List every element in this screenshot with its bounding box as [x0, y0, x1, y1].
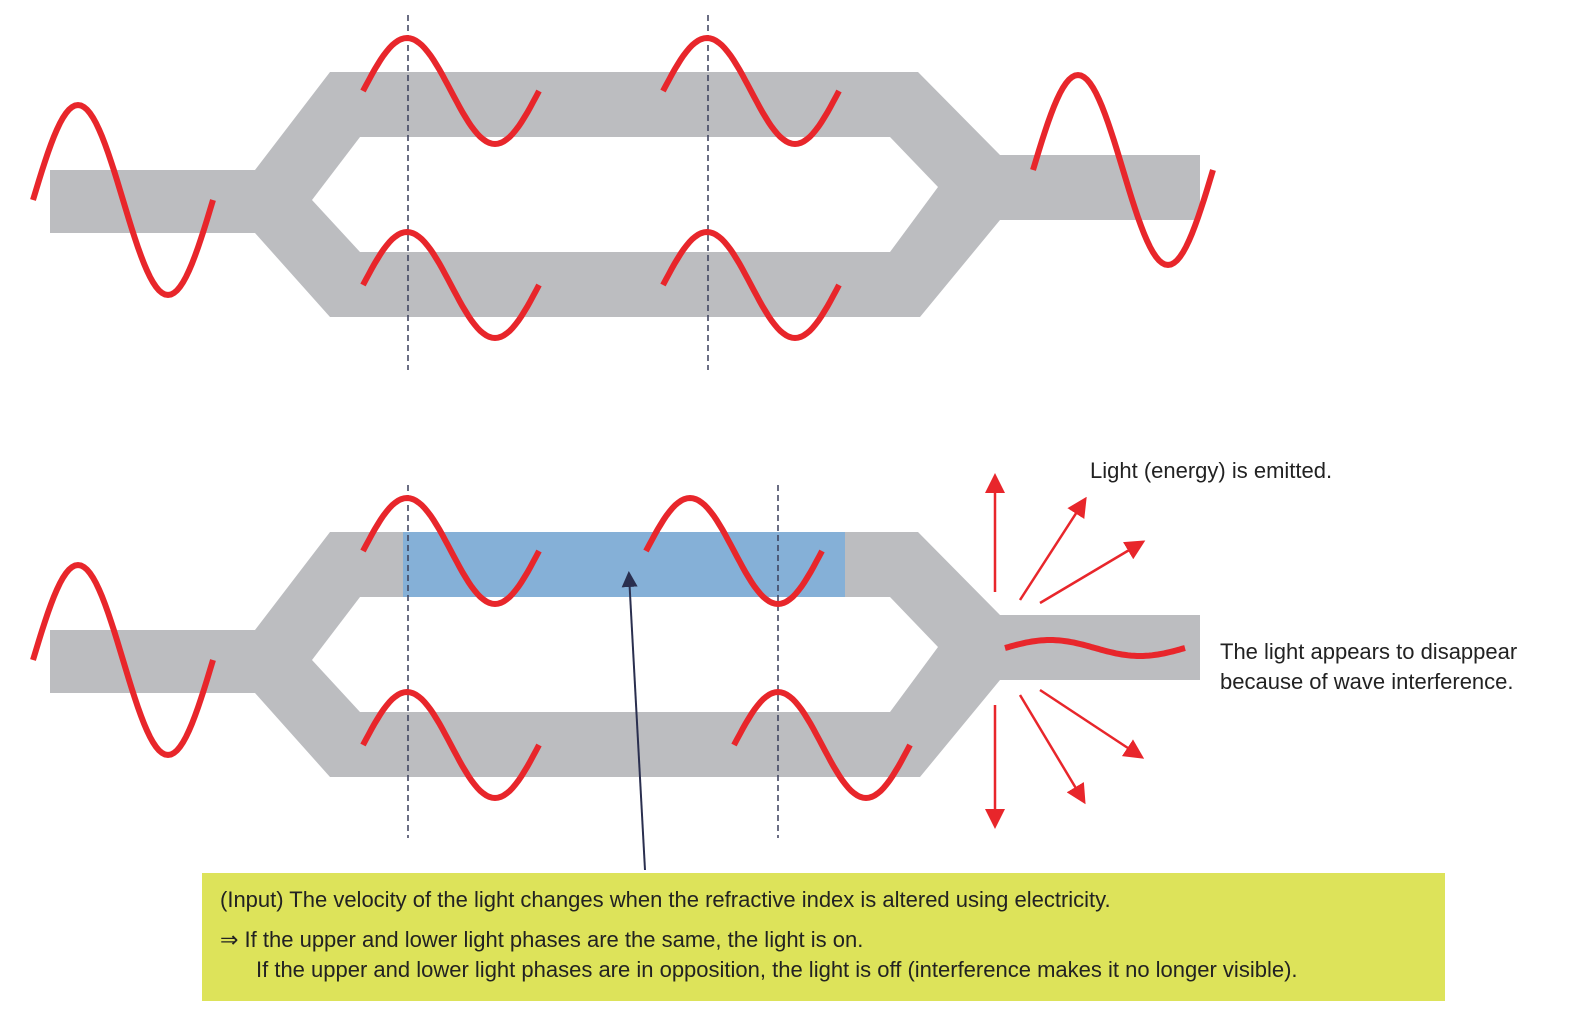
emitted-label: Light (energy) is emitted. [1090, 458, 1333, 483]
pointer-arrow [621, 571, 646, 871]
emission-arrow [1039, 688, 1145, 759]
interferometer-off [50, 532, 1200, 777]
light-wave [660, 228, 842, 342]
waveguide-gap [312, 137, 938, 252]
interferometer-on [50, 72, 1200, 317]
light-wave [360, 228, 542, 342]
disappear-label-line2: because of wave interference. [1220, 669, 1514, 694]
light-wave [360, 34, 542, 148]
explanation-line: (Input) The velocity of the light change… [220, 887, 1111, 912]
explanation-line: If the upper and lower light phases are … [256, 957, 1298, 982]
light-wave [1030, 71, 1216, 269]
emission-arrows [985, 473, 1146, 829]
light-wave [360, 494, 542, 608]
emission-arrow [1018, 694, 1086, 805]
light-wave [360, 688, 542, 802]
emission-arrow [1018, 496, 1087, 601]
light-wave [643, 494, 825, 608]
light-wave [1004, 637, 1186, 659]
light-wave [30, 101, 216, 299]
explanation-box: (Input) The velocity of the light change… [202, 873, 1445, 1001]
light-wave [30, 561, 216, 759]
light-wave [660, 34, 842, 148]
disappear-label-line1: The light appears to disappear [1220, 639, 1518, 664]
explanation-line: ⇒ If the upper and lower light phases ar… [220, 927, 864, 952]
light-wave [731, 688, 913, 802]
waveguide-gap [312, 597, 938, 712]
emission-arrow [1039, 540, 1146, 605]
